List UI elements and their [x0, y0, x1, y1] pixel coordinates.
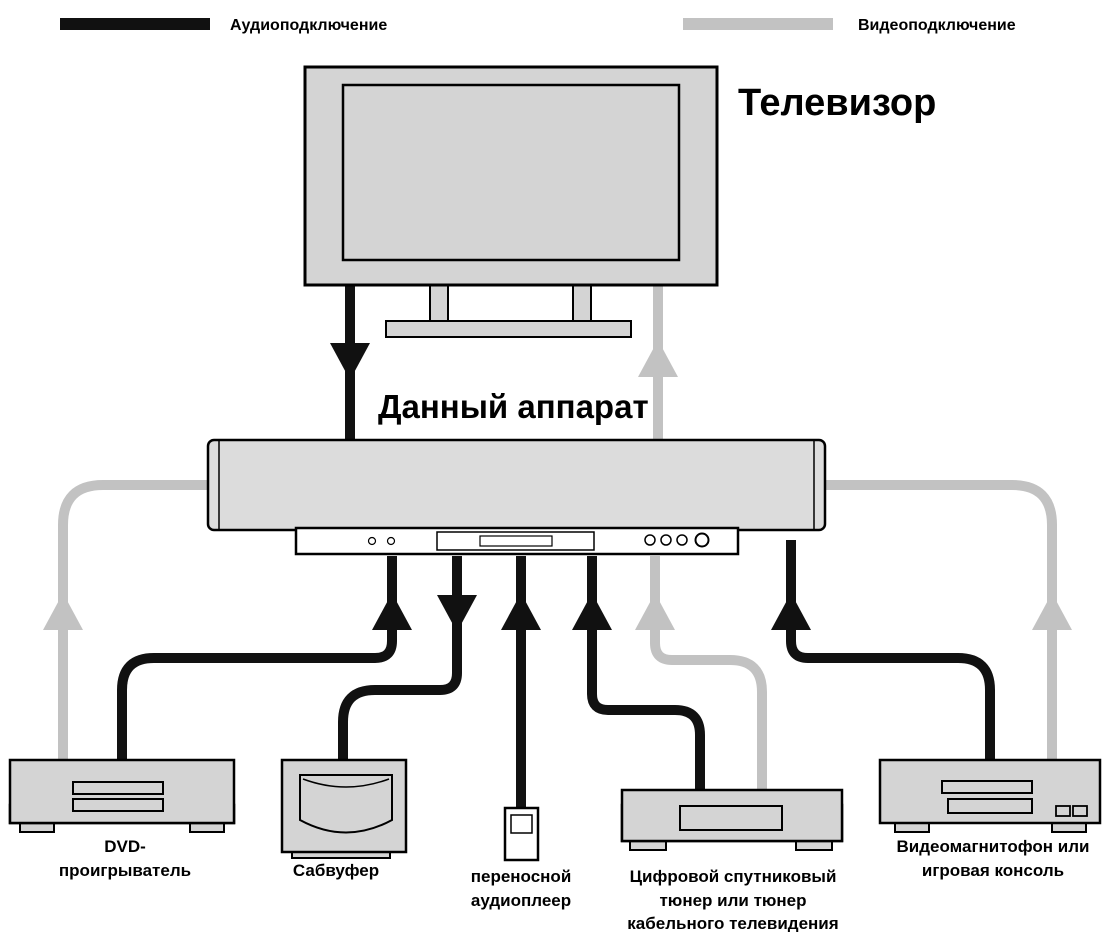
main-unit [206, 438, 827, 556]
tv-stand-left [429, 282, 449, 324]
portable-label-line1: переносной [471, 867, 572, 886]
unit-button-3 [676, 534, 688, 546]
unit-body [206, 438, 827, 532]
vcr [878, 758, 1102, 833]
dvd-label-line2: проигрыватель [59, 861, 191, 880]
legend-audio-label: Аудиоподключение [230, 17, 387, 34]
vcr-label-line1: Видеомагнитофон или [897, 837, 1090, 856]
vcr-audio-arrow [771, 593, 811, 630]
legend-audio-swatch [60, 18, 210, 30]
dvd-video-line [58, 480, 208, 805]
portable-player [503, 806, 540, 862]
tuner-label-line2: тюнер или тюнер [659, 891, 806, 910]
dvd-video-arrow [43, 593, 83, 630]
subwoofer-audio-line [338, 556, 462, 760]
tv-stand-right [572, 282, 592, 324]
tuner-video-arrow [635, 593, 675, 630]
tuner-audio-line [587, 556, 705, 805]
vcr-audio-line [786, 540, 995, 805]
tv-label: Телевизор [738, 82, 936, 124]
unit-label: Данный аппарат [378, 388, 649, 425]
tuner [620, 788, 844, 851]
tuner-label-line1: Цифровой спутниковый [630, 867, 837, 886]
tv-base [385, 320, 632, 338]
subwoofer-audio-arrow [437, 595, 477, 632]
vcr-video-arrow [1032, 593, 1072, 630]
legend-video-swatch [683, 18, 833, 30]
unit-port-2 [386, 536, 396, 546]
tv-video-arrow [638, 340, 678, 377]
unit-power-button [694, 532, 710, 548]
subwoofer-label: Сабвуфер [293, 861, 379, 880]
portable-label-line2: аудиоплеер [471, 891, 571, 910]
unit-button-2 [660, 534, 672, 546]
tuner-label-line3: кабельного телевидения [627, 914, 838, 932]
dvd-label-line1: DVD- [104, 837, 146, 856]
tuner-video-line [650, 556, 767, 805]
tv-screen [341, 83, 681, 262]
tv [303, 65, 719, 338]
dvd-audio-line [117, 556, 397, 805]
portable-audio-arrow [501, 593, 541, 630]
legend-video-label: Видеоподключение [858, 17, 1016, 34]
dvd-audio-arrow [372, 593, 412, 630]
vcr-label-line2: игровая консоль [922, 861, 1064, 880]
unit-button-1 [644, 534, 656, 546]
dvd-player [8, 758, 236, 833]
vcr-video-line [825, 480, 1057, 805]
unit-port-1 [367, 536, 377, 546]
subwoofer [280, 758, 408, 859]
tv-audio-arrow [330, 343, 370, 380]
tuner-audio-arrow [572, 593, 612, 630]
